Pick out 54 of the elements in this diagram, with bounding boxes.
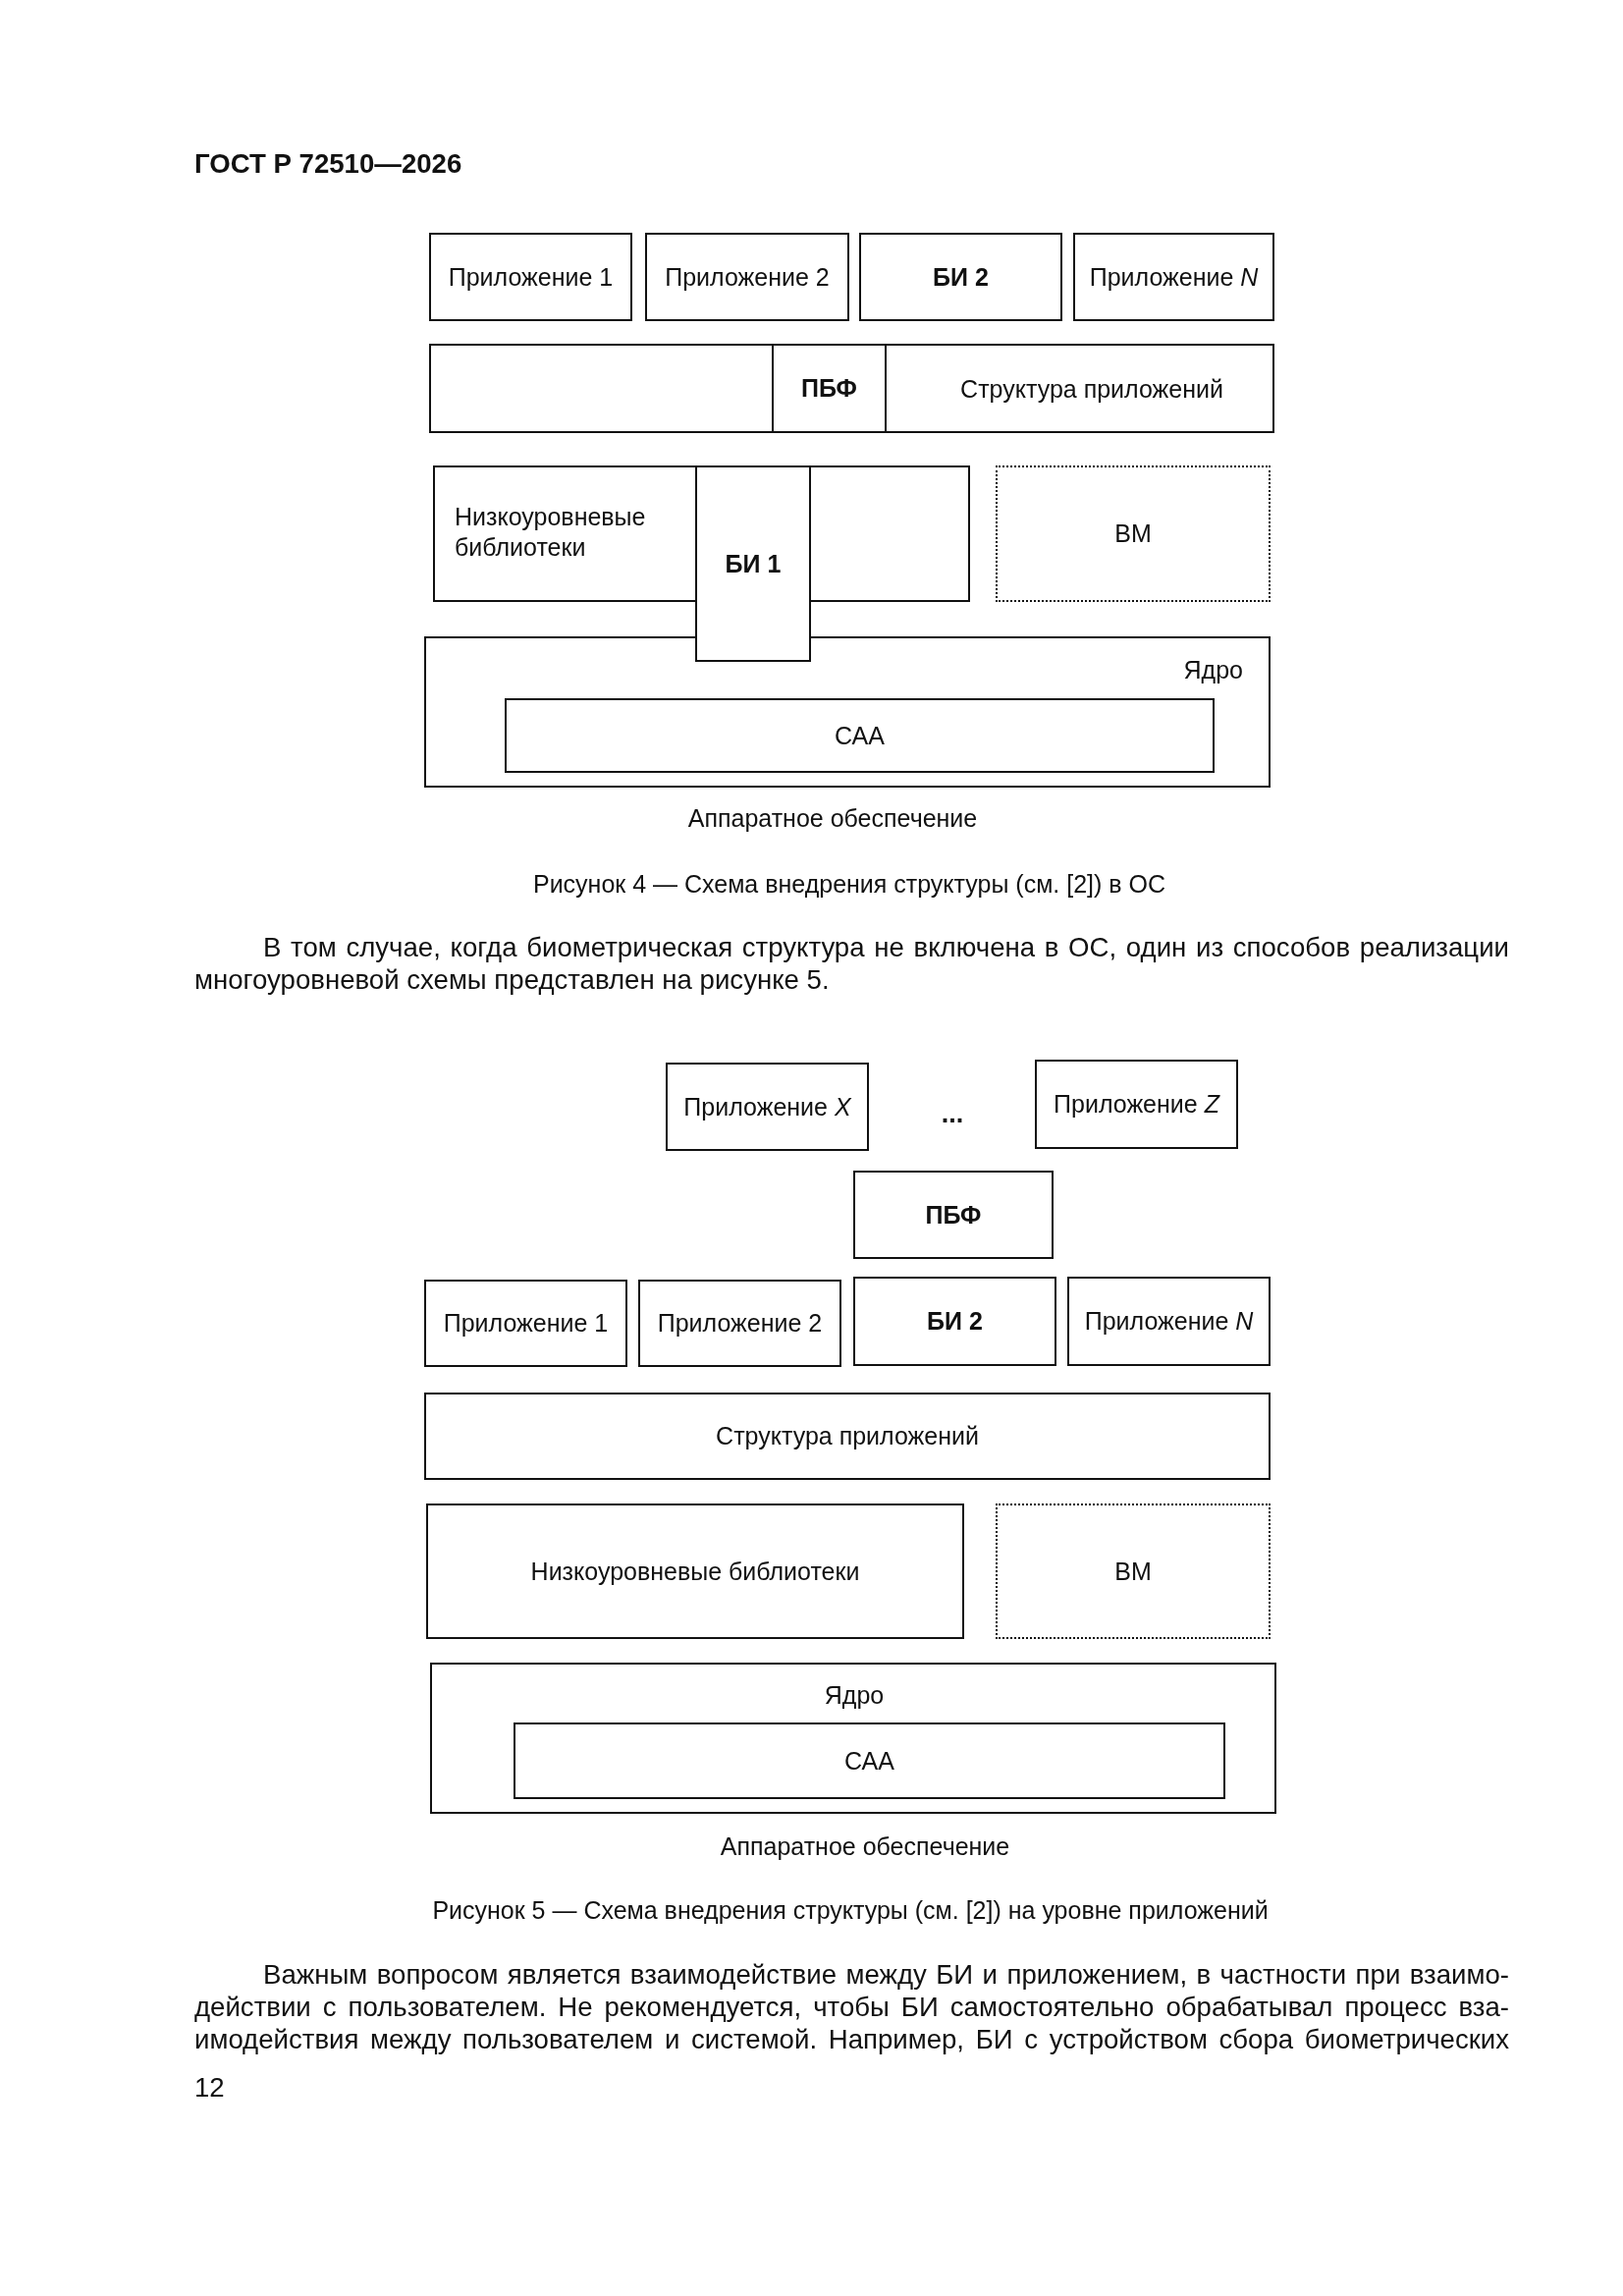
component-label: Приложение 1 [448,261,614,293]
component-label: Приложение N [1089,261,1259,293]
library-box [426,1503,964,1639]
page-header: ГОСТ Р 72510—2026 [194,149,462,179]
application-box [424,1280,627,1367]
kernel-box [424,636,1271,788]
component-label: Структура приложений [716,1421,979,1451]
dotted-box [996,465,1271,602]
layer-band [424,1393,1271,1480]
ellipsis-text: ... [941,1099,964,1128]
application-box [666,1063,869,1151]
component-label: Ядро [1183,655,1243,685]
dotted-box [996,1503,1271,1639]
component-label: Приложение 1 [443,1308,609,1339]
module-box [853,1277,1056,1366]
layer-caption: Аппаратное обеспечение [720,1831,1010,1861]
component-label: Низкоуровневые библиотеки [455,502,647,563]
figure-caption: Рисунок 5 — Схема внедрения структуры (см. [2]) на уровне приложений [432,1895,1269,1925]
kernel-box [430,1663,1276,1814]
component-label: БИ 1 [725,548,782,579]
application-box [645,233,849,321]
application-box [1067,1277,1271,1366]
component-label: САА [835,720,885,751]
module-box [853,1171,1054,1259]
application-box [1035,1060,1238,1149]
body-paragraph: В том случае, когда биометрическая структура не включена в ОС, один из способов реализации многоуровневой схемы представлен на рисунке 5. [194,931,1509,996]
inner-box [514,1722,1225,1799]
component-label: Структура приложений [960,373,1223,405]
application-box [429,233,632,321]
component-label: Приложение Z [1054,1089,1219,1120]
component-label: Приложение N [1084,1306,1254,1337]
component-label: Ядро [824,1680,885,1711]
module-box [695,465,811,662]
component-label: ПБФ [801,373,857,404]
inner-box [505,698,1215,773]
layer-band [429,344,1274,433]
component-label: БИ 2 [927,1306,983,1337]
layer-caption: Аппаратное обеспечение [687,803,978,833]
component-label: Приложение X [683,1091,851,1122]
component-label: Низкоуровневые библиотеки [530,1556,860,1587]
module-box [859,233,1062,321]
module-box [772,344,887,433]
component-label: САА [844,1745,894,1777]
application-box [1073,233,1274,321]
application-box [638,1280,841,1367]
page-number: 12 [194,2073,225,2103]
component-label: Приложение 2 [665,261,830,293]
component-label: Приложение 2 [657,1308,823,1339]
component-label: БИ 2 [933,261,989,293]
body-paragraph: Важным вопросом является взаимодействие между БИ и приложением, в частности при взаимо-действии с пользователем. Не рекомендуется, чтобы БИ самостоятельно обрабатывал процесс вза-имодействия между пользователем и системой. Например, БИ с устройством сбора биометрических [194,1958,1509,2055]
component-label: ПБФ [925,1199,982,1230]
component-label: ВМ [1114,1556,1152,1587]
component-label: ВМ [1114,519,1152,549]
figure-caption: Рисунок 4 — Схема внедрения структуры (см. [2]) в ОС [532,869,1166,899]
